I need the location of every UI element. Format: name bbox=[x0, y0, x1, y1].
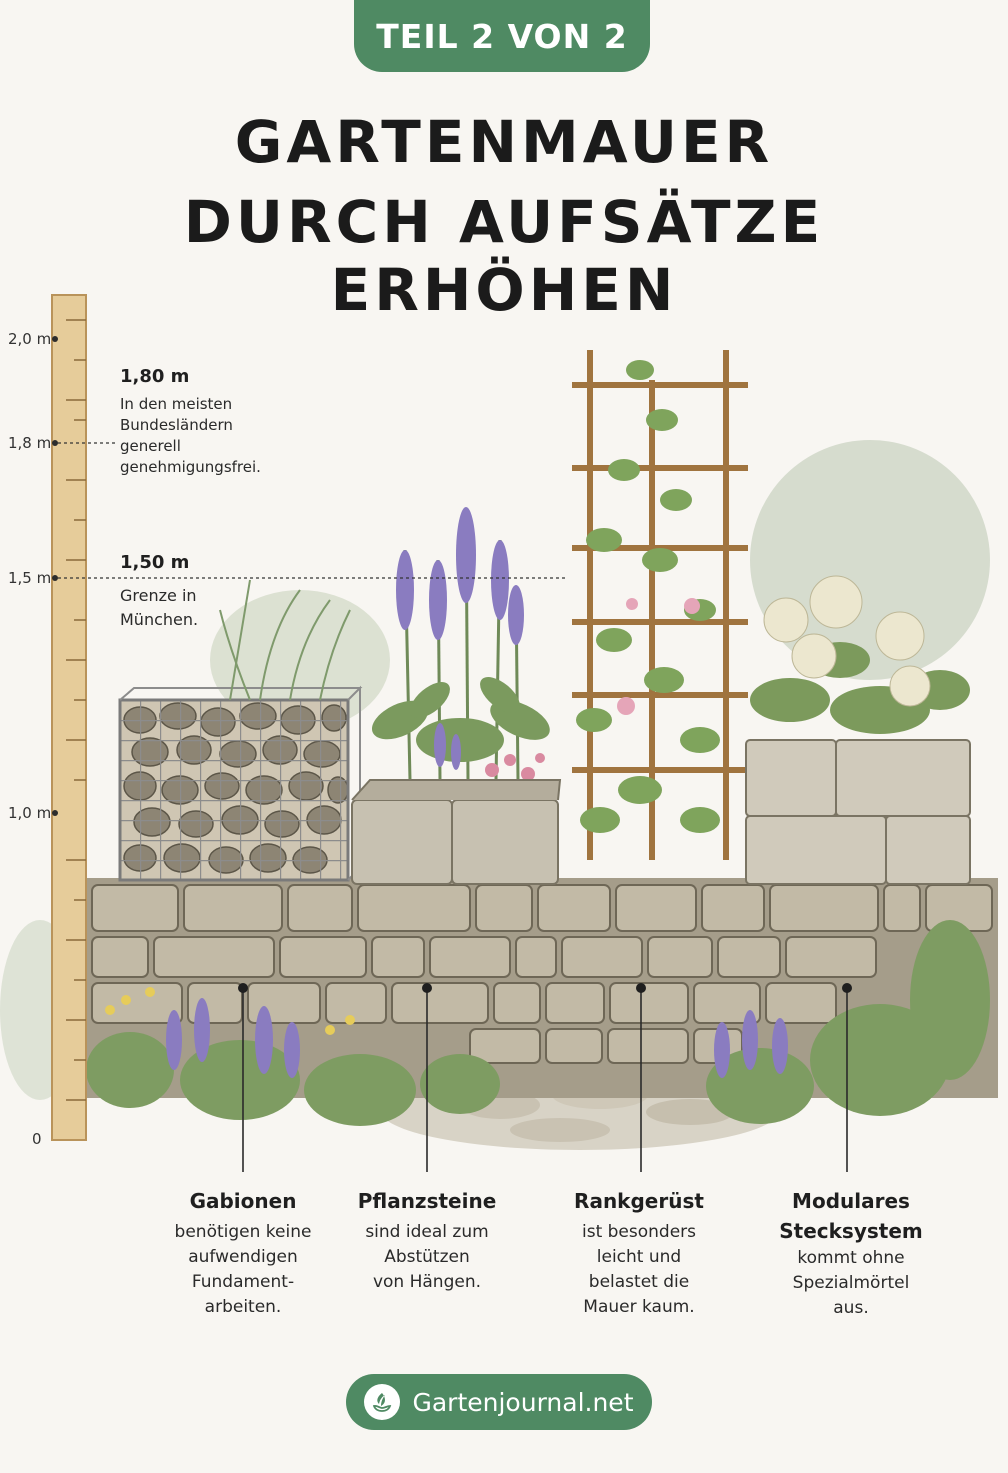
garden-wall-illustration bbox=[0, 294, 998, 1172]
note-text-1-80: In den meisten Bundesländern generell ge… bbox=[120, 395, 261, 476]
note-value-1-50: 1,50 m bbox=[120, 552, 190, 573]
ruler-tick-label: 1,0 m bbox=[8, 804, 52, 822]
gabion-pointer-dot bbox=[238, 983, 248, 993]
caption-title: Pflanzsteine bbox=[357, 1189, 497, 1213]
ruler-tick-label: 1,8 m bbox=[8, 434, 52, 452]
height-ruler bbox=[51, 294, 87, 1141]
caption-gabionen: Gabionen benötigen keine aufwendigen Fun… bbox=[148, 1186, 338, 1320]
note-text-1-50: Grenze in München. bbox=[120, 586, 199, 629]
caption-title: Modulares Stecksystem bbox=[779, 1189, 923, 1243]
modular-pointer-dot bbox=[842, 983, 852, 993]
caption-text: kommt ohne Spezialmörtel aus. bbox=[792, 1248, 910, 1318]
site-link[interactable]: Gartenjournal.net bbox=[346, 1374, 652, 1430]
caption-title: Rankgerüst bbox=[574, 1189, 704, 1213]
leaf-hand-icon bbox=[364, 1384, 401, 1420]
height-markers bbox=[58, 442, 565, 579]
part-badge: TEIL 2 VON 2 bbox=[354, 0, 650, 72]
lavender-plant bbox=[371, 507, 550, 781]
caption-pflanzsteine: Pflanzsteine sind ideal zum Abstützen vo… bbox=[332, 1186, 522, 1295]
ruler-tick-label: 1,5 m bbox=[8, 569, 52, 587]
caption-text: ist besonders leicht und belastet die Ma… bbox=[581, 1222, 697, 1317]
caption-rankgeruest: Rankgerüst ist besonders leicht und bela… bbox=[544, 1186, 734, 1320]
page-title-line-2: DURCH AUFSÄTZE ERHÖHEN bbox=[183, 188, 825, 324]
gabion-cage bbox=[118, 685, 363, 882]
page-title-line-1: GARTENMAUER bbox=[234, 108, 774, 176]
caption-pointers bbox=[242, 988, 848, 1172]
site-link-label: Gartenjournal.net bbox=[412, 1387, 634, 1417]
note-value-1-80: 1,80 m bbox=[120, 366, 190, 387]
caption-text: benötigen keine aufwendigen Fundament- a… bbox=[174, 1222, 312, 1317]
planter-pointer-dot bbox=[422, 983, 432, 993]
hydrangea-plant bbox=[750, 575, 970, 734]
caption-modulares-stecksystem: Modulares Stecksystem kommt ohne Spezial… bbox=[756, 1186, 946, 1321]
trellis-pointer-dot bbox=[636, 983, 646, 993]
climbing-plant bbox=[576, 360, 720, 833]
ruler-tick-label: 2,0 m bbox=[8, 330, 52, 348]
modular-block-system bbox=[745, 575, 971, 885]
caption-title: Gabionen bbox=[189, 1189, 297, 1213]
grass-behind-gabion bbox=[219, 579, 351, 701]
ruler-tick-label: 0 bbox=[32, 1130, 42, 1148]
foreground-plants bbox=[86, 920, 990, 1126]
planter-stones bbox=[351, 507, 562, 885]
caption-text: sind ideal zum Abstützen von Hängen. bbox=[365, 1222, 489, 1292]
